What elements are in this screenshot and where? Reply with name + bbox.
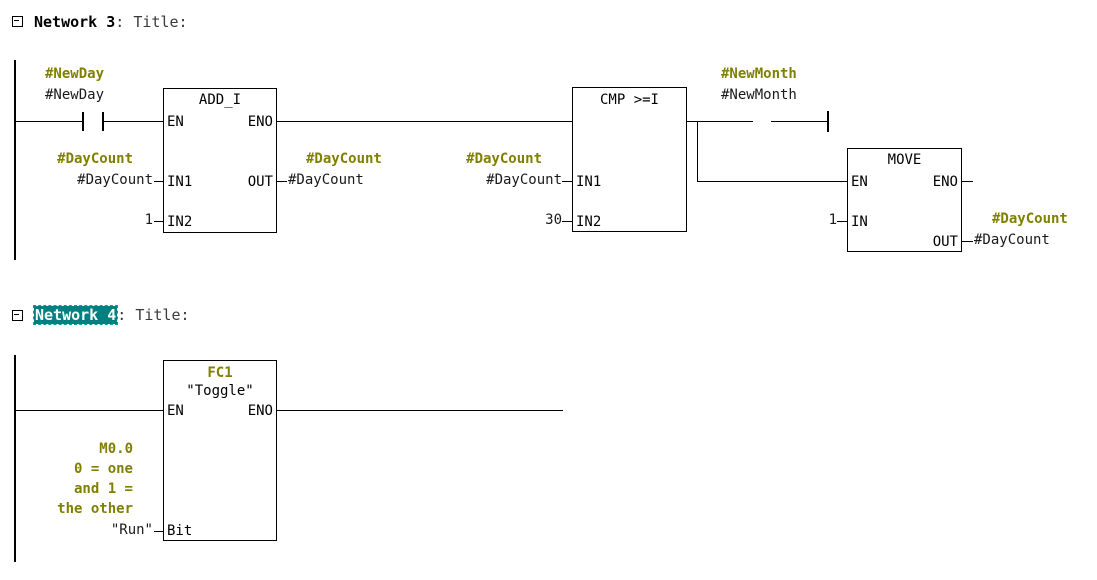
wire-rail-to-contact [14, 121, 82, 122]
wire-in2-stub [154, 221, 164, 222]
coil-symbol-label: #NewMonth [721, 66, 797, 82]
move-pin-en: EN [851, 174, 868, 190]
output-coil[interactable] [752, 111, 772, 132]
move-block-title: MOVE [887, 152, 922, 168]
cmp-block-title: CMP >=I [599, 92, 659, 108]
wire-coil-to-right-rail [771, 121, 828, 122]
contact-bar-right [102, 112, 104, 131]
collapse-minus-icon [12, 16, 23, 27]
move-out-symbol: #DayCount [992, 211, 1068, 227]
add-i-in2-value[interactable]: 1 [144, 212, 153, 228]
wire-move-out-stub [962, 241, 973, 242]
collapse-icon-network-3[interactable] [12, 16, 23, 27]
wire-rail-to-fc1-en [14, 410, 164, 411]
add-i-out-symbol: #DayCount [306, 151, 382, 167]
cmp-in2-value[interactable]: 30 [545, 212, 562, 228]
add-i-in1-symbol: #DayCount [57, 151, 133, 167]
wire-cmp-in2-stub [562, 221, 572, 222]
add-i-block[interactable]: ADD_I EN ENO IN1 OUT IN2 [163, 88, 277, 233]
wire-fc1-bit-stub [154, 531, 164, 532]
wire-cmp-out-to-coil [687, 121, 753, 122]
wire-branch-to-move-en [697, 181, 847, 182]
network-3-header[interactable]: Network 3: Title: [34, 13, 188, 31]
fc1-pin-en: EN [167, 403, 184, 419]
fc1-pin-eno: ENO [247, 403, 273, 419]
add-i-pin-in2: IN2 [167, 214, 193, 230]
power-rail-left-network-3 [14, 60, 16, 260]
add-i-pin-in1: IN1 [167, 174, 193, 190]
fc1-pin-bit: Bit [167, 523, 193, 539]
fc1-bit-comment-line-2: and 1 = [73, 481, 133, 497]
wire-out-stub [277, 181, 287, 182]
network-3-title: Title: [133, 13, 188, 31]
network-4-title: Title: [135, 306, 190, 324]
coil-address-label: #NewMonth [721, 87, 797, 103]
cmp-in1-address[interactable]: #DayCount [486, 172, 562, 188]
move-in-value[interactable]: 1 [828, 212, 837, 228]
contact-address-label: #NewDay [45, 87, 105, 103]
cmp-in1-symbol: #DayCount [466, 151, 542, 167]
contact-symbol-label: #NewDay [45, 66, 105, 82]
wire-fc1-eno [277, 410, 563, 411]
move-block[interactable]: MOVE EN ENO IN OUT [847, 148, 962, 252]
wire-contact-to-add [104, 121, 164, 122]
network-4-header[interactable]: Network 4: Title: [32, 305, 190, 325]
fc1-bit-comment-line-1: 0 = one [73, 461, 133, 477]
power-rail-left-network-4 [14, 355, 16, 562]
cmp-pin-in1: IN1 [576, 174, 602, 190]
collapse-icon-network-4[interactable] [12, 310, 23, 321]
add-i-in1-address[interactable]: #DayCount [77, 172, 153, 188]
wire-move-eno-stub [962, 181, 973, 182]
power-rail-right-network-3 [827, 111, 829, 132]
network-4-separator: : [117, 306, 136, 324]
fc1-bit-address[interactable]: "Run" [110, 522, 153, 538]
cmp-ge-int-block[interactable]: CMP >=I IN1 IN2 [572, 87, 687, 232]
fc1-bit-comment-line-3: the other [57, 501, 133, 517]
fc1-block-number: FC1 [207, 365, 233, 381]
move-out-address[interactable]: #DayCount [974, 232, 1050, 248]
add-i-block-title: ADD_I [198, 92, 242, 108]
network-4-name[interactable]: Network 4 [32, 305, 119, 325]
move-pin-eno: ENO [932, 174, 958, 190]
add-i-pin-eno: ENO [247, 114, 273, 130]
network-3-name: Network 3 [34, 13, 116, 31]
wire-in1-stub [154, 181, 164, 182]
move-pin-in: IN [851, 214, 868, 230]
contact-bar-left [82, 112, 84, 131]
fc1-block-name: "Toggle" [186, 383, 254, 399]
add-i-out-address[interactable]: #DayCount [288, 172, 364, 188]
add-i-pin-out: OUT [247, 174, 273, 190]
move-pin-out: OUT [932, 234, 958, 250]
wire-branch-down [697, 121, 698, 182]
add-i-pin-en: EN [167, 114, 184, 130]
fc1-block[interactable]: FC1 "Toggle" EN ENO Bit [163, 360, 277, 541]
cmp-pin-in2: IN2 [576, 214, 602, 230]
fc1-bit-symbol: M0.0 [99, 441, 133, 457]
network-3-separator: : [115, 13, 134, 31]
wire-move-in-stub [837, 221, 847, 222]
wire-add-eno-to-cmp [277, 121, 572, 122]
collapse-minus-icon [12, 310, 23, 321]
wire-cmp-in1-stub [562, 181, 572, 182]
